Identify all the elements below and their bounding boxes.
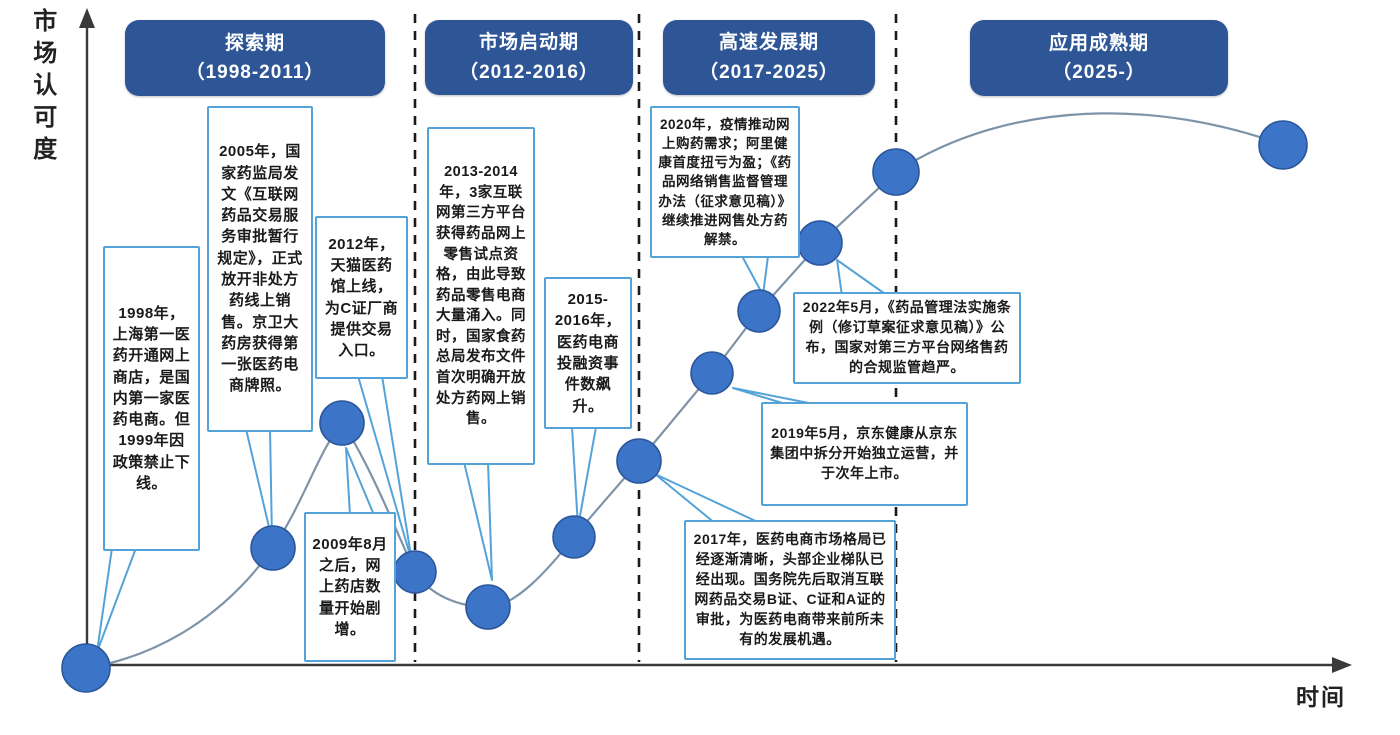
- phase-name: 应用成熟期: [1048, 32, 1149, 54]
- milestone-dot-2020: [737, 289, 781, 333]
- milestone-dot-2019: [690, 351, 734, 395]
- axes: [79, 8, 1352, 673]
- event-callout-2005: 2005年，国家药监局发文《互联网药品交易服务审批暂行规定》，正式放开非处方药线…: [207, 106, 313, 432]
- tail-1998: [96, 547, 137, 653]
- phase-header-market-launch: 市场启动期 （2012-2016）: [425, 20, 633, 95]
- milestone-dot-2012: [393, 550, 437, 594]
- milestone-dot-1998: [61, 643, 111, 693]
- phase-header-rapid-growth: 高速发展期 （2017-2025）: [663, 20, 875, 95]
- tail-2005: [245, 428, 273, 541]
- milestone-dot-2022: [797, 220, 843, 266]
- tail-2009: [345, 447, 375, 516]
- event-callout-2012: 2012年，天猫医药馆上线，为C证厂商提供交易入口。: [315, 216, 408, 379]
- milestone-dot-2017: [616, 438, 662, 484]
- tail-2020: [741, 255, 769, 296]
- event-callout-2022: 2022年5月，《药品管理法实施条例（修订草案征求意见稿）》公布，国家对第三方平…: [793, 292, 1021, 384]
- y-axis-label: 市场认可度: [28, 8, 56, 168]
- event-callout-2013-2014: 2013-2014年，3家互联网第三方平台获得药品网上零售试点资格，由此导致药品…: [427, 127, 535, 465]
- x-axis-label: 时间: [1296, 684, 1346, 710]
- event-callout-2015-2016: 2015-2016年，医药电商投融资事件数飙升。: [544, 277, 632, 429]
- event-callout-1998: 1998年，上海第一医药开通网上商店，是国内第一家医药电商。但1999年因政策禁…: [103, 246, 200, 551]
- phase-name: 探索期: [224, 32, 285, 54]
- event-callout-2017: 2017年，医药电商市场格局已经逐渐清晰，头部企业梯队已经出现。国务院先后取消互…: [684, 520, 896, 660]
- phase-header-exploration: 探索期 （1998-2011）: [125, 20, 385, 96]
- phase-range: （2025-）: [1052, 62, 1146, 83]
- phase-range: （2012-2016）: [459, 61, 599, 83]
- milestone-dots: [61, 120, 1308, 693]
- phase-range: （1998-2011）: [185, 62, 325, 83]
- event-callout-2009: 2009年8月之后，网上药店数量开始剧增。: [304, 512, 396, 662]
- tail-2013: [463, 461, 493, 581]
- event-callout-2020: 2020年，疫情推动网上购药需求；阿里健康首度扭亏为盈；《药品网络销售监督管理办…: [650, 106, 800, 258]
- phase-header-maturity: 应用成熟期 （2025-）: [970, 20, 1228, 96]
- tail-2022: [836, 259, 889, 297]
- x-axis-arrow-icon: [1332, 657, 1352, 673]
- phase-name: 市场启动期: [478, 32, 579, 54]
- milestone-dot-peak-start: [872, 148, 920, 196]
- tail-2015: [571, 426, 597, 528]
- phase-name: 高速发展期: [718, 32, 819, 54]
- milestone-dot-2009: [319, 400, 365, 446]
- y-axis-arrow-icon: [79, 8, 95, 28]
- milestone-dot-2015: [552, 515, 596, 559]
- milestone-dot-mature: [1258, 120, 1308, 170]
- milestone-dot-dip: [465, 584, 511, 630]
- event-callout-2019: 2019年5月，京东健康从京东集团中拆分开始独立运营，并于次年上市。: [761, 402, 968, 506]
- milestone-dot-2005: [250, 525, 296, 571]
- tail-2017: [654, 473, 763, 525]
- phase-range: （2017-2025）: [699, 61, 839, 83]
